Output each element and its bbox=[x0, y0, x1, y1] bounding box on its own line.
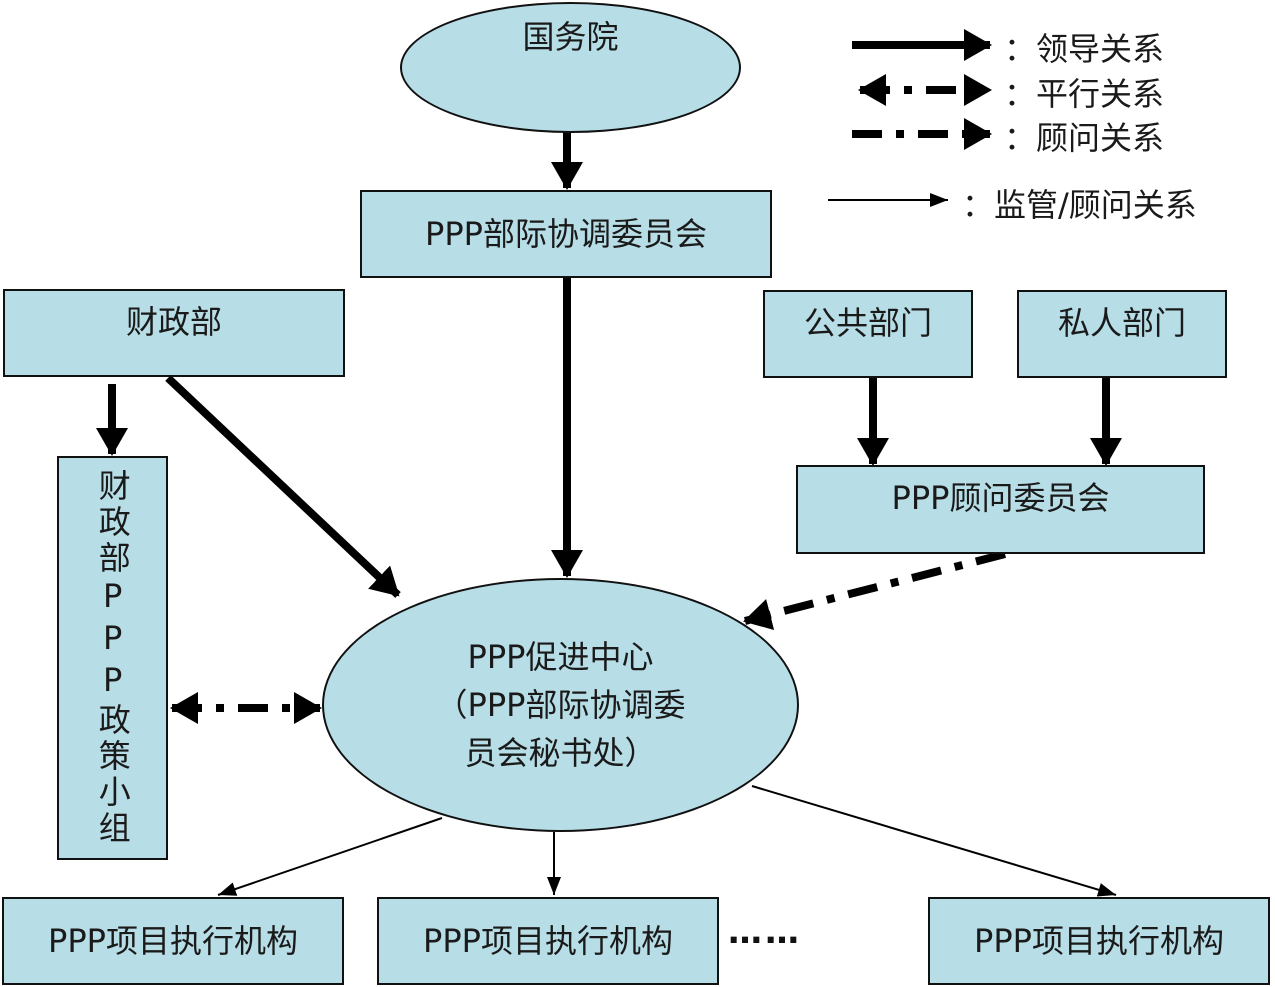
promotion-center-line-1: PPP促进中心 bbox=[467, 638, 654, 676]
legend-label-parallel: ：平行关系 bbox=[1004, 75, 1165, 113]
state-council-node: 国务院 bbox=[400, 2, 741, 133]
ministry-of-finance-node: 财政部 bbox=[3, 289, 345, 377]
legend-label-supervision: ：监管/顾问关系 bbox=[962, 186, 1197, 224]
arrow-center-to-agency-3 bbox=[751, 785, 1117, 897]
interministerial-committee-node: PPP部际协调委员会 bbox=[360, 190, 772, 278]
arrow-center-to-agency-1 bbox=[217, 817, 443, 896]
legend-label-advisory: ：顾问关系 bbox=[1004, 119, 1165, 157]
mof-ppp-policy-group-label: 财政部PPP政策小组 bbox=[93, 469, 132, 847]
promotion-center-line-2: （PPP部际协调委 bbox=[435, 686, 686, 724]
implementing-agency-node-3: PPP项目执行机构 bbox=[928, 897, 1270, 985]
agency-ellipsis: …… bbox=[728, 912, 802, 952]
public-sector-node: 公共部门 bbox=[763, 290, 973, 378]
ppp-promotion-center-node: PPP促进中心 （PPP部际协调委 员会秘书处） bbox=[322, 578, 799, 832]
arrow-mof-to-center bbox=[165, 375, 401, 598]
private-sector-node: 私人部门 bbox=[1017, 290, 1227, 378]
implementing-agency-node-2: PPP项目执行机构 bbox=[377, 897, 719, 985]
ppp-advisory-committee-node: PPP顾问委员会 bbox=[796, 465, 1205, 554]
promotion-center-line-3: 员会秘书处） bbox=[464, 734, 657, 772]
arrow-advisory-to-center bbox=[743, 550, 1006, 631]
mof-ppp-policy-group-node: 财政部PPP政策小组 bbox=[57, 456, 168, 860]
implementing-agency-node-1: PPP项目执行机构 bbox=[2, 897, 344, 985]
legend-label-leadership: ：领导关系 bbox=[1004, 30, 1165, 68]
